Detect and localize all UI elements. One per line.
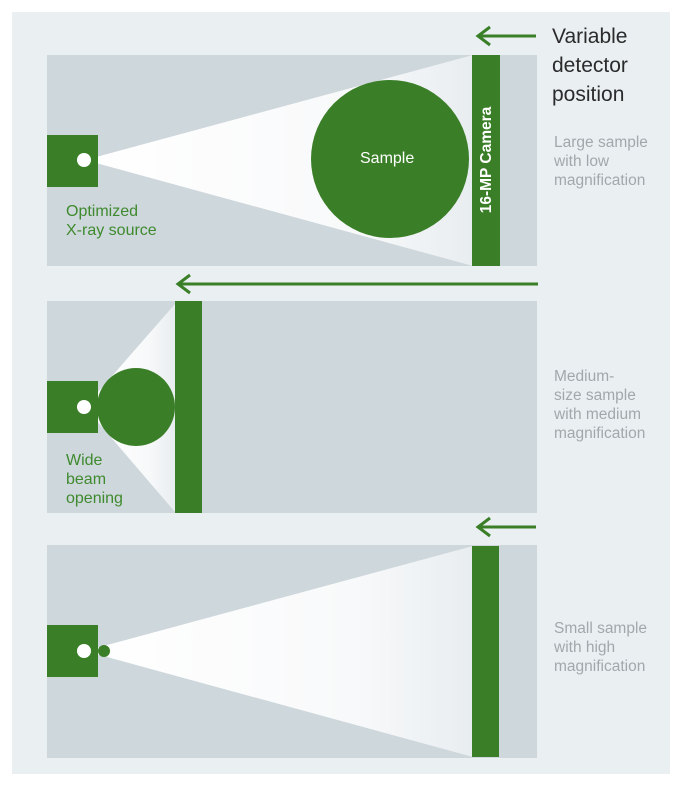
beam-opening-label: Wide beam opening [66,452,123,507]
xray-source-dot-3 [77,644,91,658]
sample-circle-medium [97,368,175,446]
arrow-left-icon [475,516,536,538]
detector-camera-2 [175,301,202,513]
source-label: Optimized X-ray source [66,203,157,239]
detector-camera-1 [472,55,500,266]
panel-medium-sample [47,301,537,513]
description-large-sample: Large sample with low magnification [554,134,648,189]
page-title: Variable detector position [552,25,628,106]
xray-source-dot-2 [77,400,91,414]
xray-source-dot-1 [77,153,91,167]
sample-circle-large [311,80,469,238]
arrow-left-icon [175,273,538,295]
description-small-sample: Small sample with high magnification [554,620,648,675]
camera-label: 16-MP Camera [478,106,495,213]
sample-label: Sample [360,150,415,167]
sample-circle-small [98,645,110,657]
detector-camera-3 [472,546,499,757]
description-medium-sample: Medium- size sample with medium magnific… [554,368,646,442]
panel-large-sample: 16-MP Camera [47,55,537,266]
xray-beam-3 [85,546,473,757]
arrow-left-icon [475,25,536,47]
panel-small-sample [47,545,537,758]
